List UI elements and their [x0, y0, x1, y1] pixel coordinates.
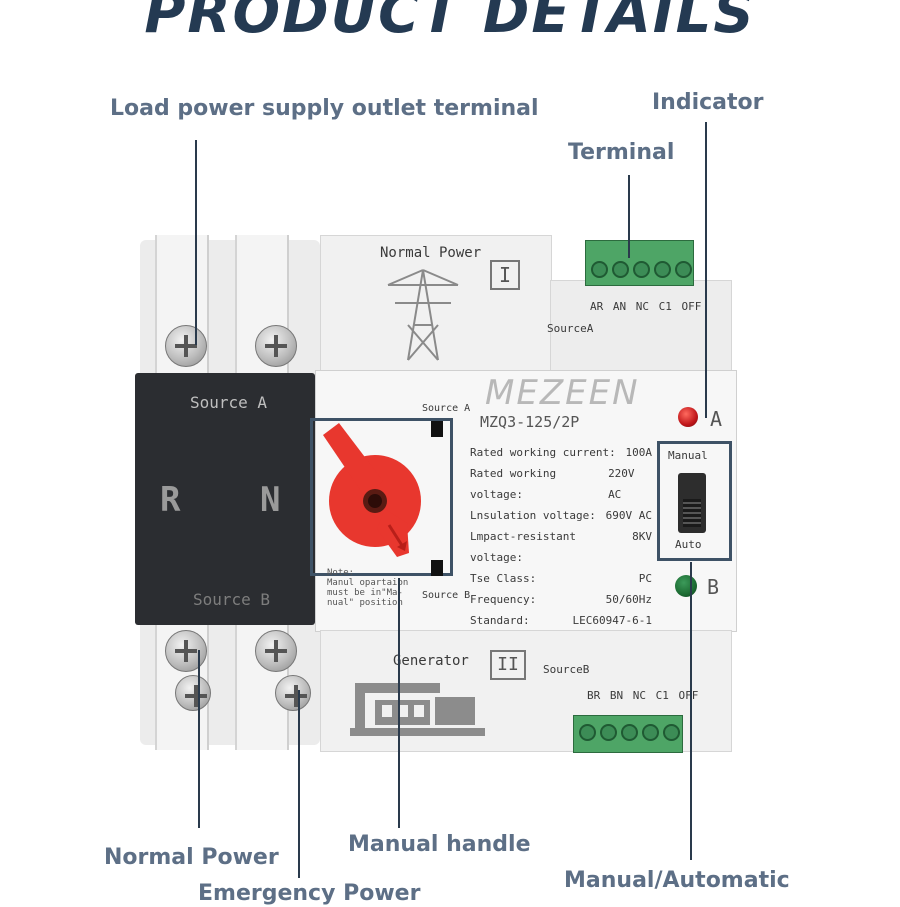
- screw-bottom-left: [165, 630, 207, 672]
- terminal-pin: [621, 724, 638, 741]
- screw-bottom-right: [255, 630, 297, 672]
- screw-bottom-right-2: [275, 675, 311, 711]
- led-b-label: B: [707, 575, 720, 599]
- source-b-bottom-label: SourceB: [543, 663, 590, 676]
- callout-line-emergency-power: [298, 690, 300, 878]
- callout-line-indicator: [705, 122, 707, 418]
- handle-slot-top: [431, 421, 443, 437]
- callout-line-normal-power: [198, 650, 200, 828]
- callout-load-outlet: Load power supply outlet terminal: [110, 96, 539, 121]
- terminal-pin: [591, 261, 608, 278]
- cover-r-label: R: [160, 480, 181, 520]
- roman-one-label: I: [490, 260, 520, 290]
- manual-handle-frame: [310, 418, 453, 576]
- terminal-pin: [633, 261, 650, 278]
- terminal-pin: [675, 261, 692, 278]
- terminal-pin: [663, 724, 680, 741]
- handle-source-b-label: Source B: [422, 590, 471, 601]
- screw-top-left: [165, 325, 207, 367]
- callout-indicator: Indicator: [652, 90, 764, 115]
- spec-row: Lmpact-resistant voltage:8KV: [470, 530, 652, 564]
- spec-row: Rated working voltage:220V AC: [470, 467, 635, 501]
- phase-cover: [135, 373, 315, 625]
- spec-row: Standard:LEC60947-6-1: [470, 614, 652, 627]
- switch-device: Source A R N Source B Normal Power I AR …: [135, 235, 737, 755]
- terminal-pin: [612, 261, 629, 278]
- callout-manual-handle: Manual handle: [348, 832, 531, 857]
- terminal-block-bottom: [573, 715, 683, 753]
- note-text: Note: Manul opartaion must be in"Ma- nua…: [327, 568, 409, 608]
- callout-line-manual-automatic: [690, 562, 692, 860]
- callout-line-load-outlet: [195, 140, 197, 345]
- generator-icon: [350, 675, 485, 740]
- callout-emergency-power: Emergency Power: [198, 881, 421, 906]
- callout-line-manual-handle: [398, 578, 400, 828]
- callout-line-terminal: [628, 175, 630, 258]
- spec-list: Rated working current:100A Rated working…: [470, 442, 652, 631]
- spec-row: Tse Class:PC: [470, 572, 652, 585]
- pylon-icon: [383, 265, 463, 365]
- cover-n-label: N: [260, 480, 281, 520]
- terminal-pin: [579, 724, 596, 741]
- switch-auto-label: Auto: [675, 538, 702, 551]
- model-label: MZQ3-125/2P: [480, 413, 580, 431]
- source-a-top-label: SourceA: [547, 322, 594, 335]
- callout-terminal: Terminal: [568, 140, 675, 165]
- manual-handle[interactable]: [313, 423, 433, 563]
- manual-auto-switch[interactable]: [678, 473, 706, 533]
- switch-manual-label: Manual: [668, 449, 708, 462]
- screw-top-right: [255, 325, 297, 367]
- spec-row: Lnsulation voltage:690V AC: [470, 509, 652, 522]
- callout-normal-power: Normal Power: [104, 845, 279, 870]
- callout-manual-automatic: Manual/Automatic: [564, 868, 790, 893]
- handle-slot-bottom: [431, 560, 443, 576]
- terminals-a-label: AR AN NC C1 OFF: [590, 300, 702, 313]
- terminal-pin: [642, 724, 659, 741]
- terminal-pin: [654, 261, 671, 278]
- cover-source-b-label: Source B: [193, 590, 271, 609]
- roman-two-label: II: [490, 650, 526, 680]
- page-title: PRODUCT DETAILS: [144, 0, 756, 46]
- handle-source-a-label: Source A: [422, 403, 471, 414]
- mode-switch-frame: [657, 441, 732, 561]
- terminals-b-label: BR BN NC C1 OFF: [587, 689, 699, 702]
- spec-row: Rated working current:100A: [470, 446, 652, 459]
- upper-terminal-housing: [550, 280, 732, 377]
- terminal-block-top: [585, 240, 694, 286]
- brand-logo: MEZEEN: [485, 373, 640, 413]
- spec-row: Frequency:50/60Hz: [470, 593, 652, 606]
- led-a: [678, 407, 698, 427]
- cover-source-a-label: Source A: [190, 393, 268, 412]
- led-a-label: A: [710, 407, 723, 431]
- generator-label: Generator: [393, 653, 469, 669]
- screw-bottom-left-2: [175, 675, 211, 711]
- switch-knob[interactable]: [683, 499, 701, 527]
- led-b: [675, 575, 697, 597]
- normal-power-label: Normal Power: [380, 245, 482, 261]
- terminal-pin: [600, 724, 617, 741]
